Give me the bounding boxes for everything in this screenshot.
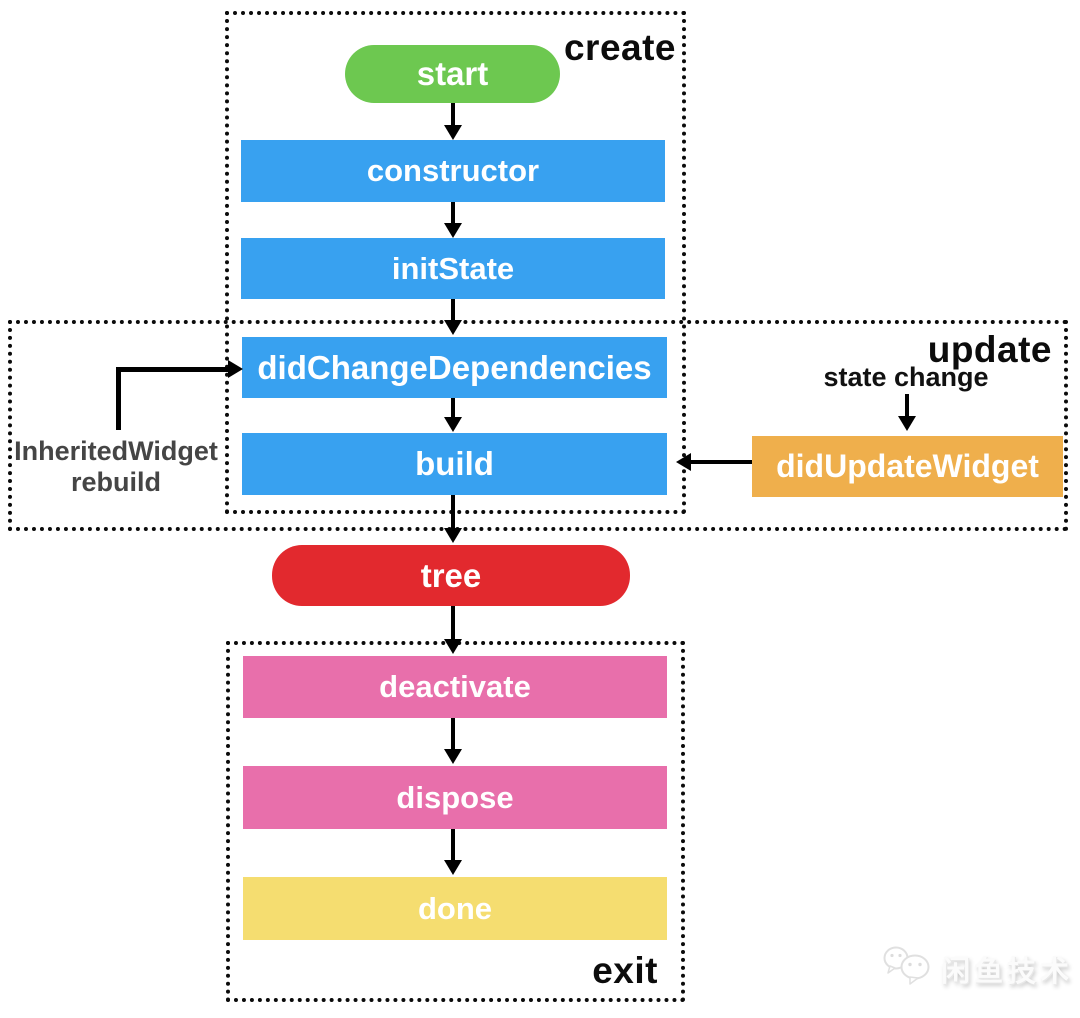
node-did-change-dependencies: didChangeDependencies [242,337,667,398]
update-phase-label: update [927,329,1052,370]
inherited-widget-rebuild-label: InheritedWidget rebuild [10,436,222,498]
chat-bubbles-icon [882,944,934,993]
update-phase-box [8,320,1068,531]
node-constructor: constructor [241,140,665,202]
inherited-widget-line: InheritedWidget [14,436,218,466]
node-tree: tree [272,545,630,606]
node-start: start [345,45,560,103]
node-did-update-widget: didUpdateWidget [752,436,1063,497]
create-phase-box [225,11,686,514]
node-dispose: dispose [243,766,667,829]
watermark: 闲鱼技术 [882,944,1073,993]
node-done: done [243,877,667,940]
exit-phase-label: exit [592,950,658,991]
create-phase-label: create [563,27,676,68]
watermark-text: 闲鱼技术 [941,955,1074,988]
state-change-label: state change [823,362,989,392]
node-deactivate: deactivate [243,656,667,718]
rebuild-line: rebuild [70,467,161,498]
node-build: build [242,433,667,495]
node-init-state: initState [241,238,665,299]
